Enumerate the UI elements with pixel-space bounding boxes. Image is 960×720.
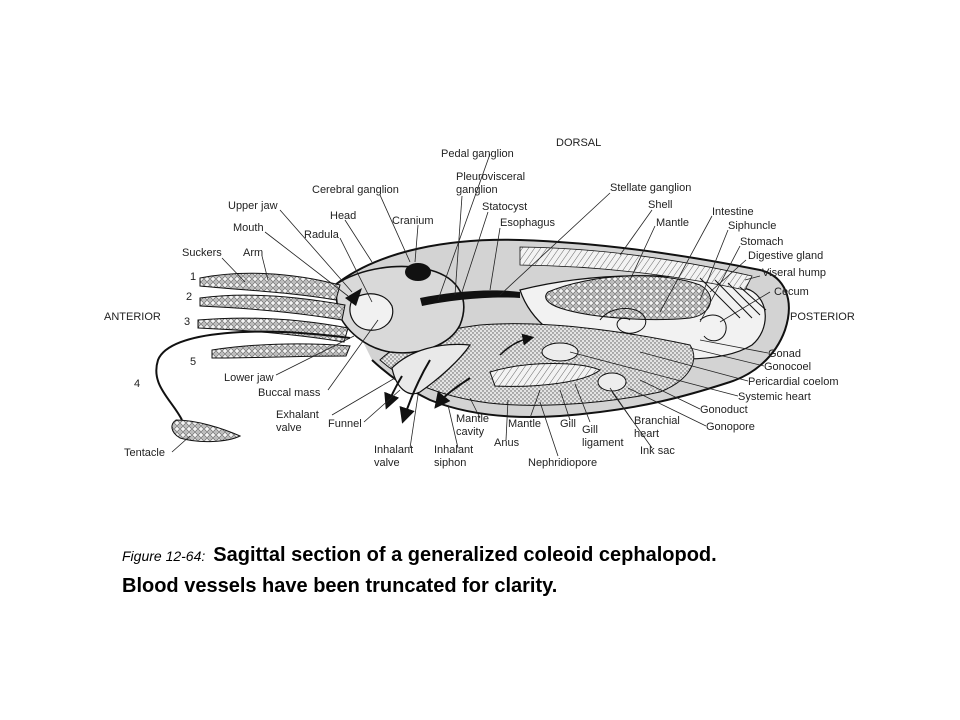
label-anus: Anus [494, 437, 520, 449]
dorsal-label: DORSAL [556, 137, 601, 149]
arm-number-3: 3 [184, 316, 190, 328]
label-pericardial-coelom: Pericardial coelom [748, 376, 838, 388]
label-cecum: Cecum [774, 286, 809, 298]
label-viseral-hump: Viseral hump [762, 267, 826, 279]
flow-arrow-1 [399, 359, 431, 424]
label-inhalant-siphon-line2: siphon [434, 457, 466, 469]
caption-line-1: Figure 12-64: Sagittal section of a gener… [122, 540, 922, 571]
label-head: Head [330, 210, 356, 222]
arm-2 [199, 294, 346, 321]
caption-line-2: Blood vessels have been truncated for cl… [122, 575, 558, 597]
flow-arrow-3 [499, 333, 535, 356]
label-gonad: Gonad [768, 348, 801, 360]
label-stomach: Stomach [740, 236, 783, 248]
arm-3 [197, 317, 349, 343]
cranium-shape [405, 263, 431, 281]
label-intestine: Intestine [712, 206, 754, 218]
arm-number-4: 4 [134, 378, 140, 390]
label-nephridiopore: Nephridiopore [528, 457, 597, 469]
funnel-shape [391, 343, 472, 395]
label-exhalant-valve-line1: Exhalant [276, 409, 319, 421]
label-mouth: Mouth [233, 222, 264, 234]
cecum-shape [699, 314, 727, 342]
label-gonoduct: Gonoduct [700, 404, 748, 416]
posterior-label: POSTERIOR [790, 311, 855, 323]
label-suckers: Suckers [182, 247, 222, 259]
flow-arrow-4 [384, 375, 403, 410]
label-gill-ligament-line1: Gill [582, 424, 598, 436]
head-shape [334, 265, 465, 354]
arm-5 [211, 343, 351, 359]
label-buccal-mass: Buccal mass [258, 387, 321, 399]
shell-septa [699, 277, 767, 319]
tentacle-stalk [155, 330, 351, 421]
label-pleurovisceral-ganglion-line1: Pleurovisceral [456, 171, 525, 183]
label-lower-jaw: Lower jaw [224, 372, 274, 384]
tentacle-club [171, 419, 242, 443]
label-gill: Gill [560, 418, 576, 430]
label-cranium: Cranium [392, 215, 434, 227]
label-mantle-cavity-line1: Mantle [456, 413, 489, 425]
label-funnel: Funnel [328, 418, 362, 430]
leader-lines [171, 153, 771, 457]
jaw-shape [345, 288, 362, 306]
label-gill-ligament-line2: ligament [582, 437, 624, 449]
arm-number-2: 2 [186, 291, 192, 303]
label-arm: Arm [243, 247, 263, 259]
label-digestive-gland: Digestive gland [748, 250, 823, 262]
esophagus-shape [420, 290, 520, 306]
gill-shape [489, 363, 601, 387]
systemic-heart-shape [541, 342, 579, 362]
label-mantle-bottom: Mantle [508, 418, 541, 430]
label-inhalant-valve-line2: valve [374, 457, 400, 469]
label-exhalant-valve-line2: valve [276, 422, 302, 434]
label-gonocoel: Gonocoel [764, 361, 811, 373]
intestine-loop [599, 308, 647, 334]
label-gonopore: Gonopore [706, 421, 755, 433]
label-siphuncle: Siphuncle [728, 220, 776, 232]
shell-stripe [519, 246, 753, 291]
label-branchial-heart-line1: Branchial [634, 415, 680, 427]
label-cerebral-ganglion: Cerebral ganglion [312, 184, 399, 196]
label-branchial-heart-line2: heart [634, 428, 659, 440]
label-statocyst: Statocyst [482, 201, 527, 213]
label-stellate-ganglion: Stellate ganglion [610, 182, 691, 194]
caption-title: Sagittal section of a generalized coleoi… [213, 544, 717, 566]
buccal-mass-shape [349, 293, 394, 331]
label-mantle-cavity-line2: cavity [456, 426, 485, 438]
label-tentacle: Tentacle [124, 447, 165, 459]
arm-number-5: 5 [190, 356, 196, 368]
label-inhalant-valve-line1: Inhalant [374, 444, 413, 456]
label-ink-sac: Ink sac [640, 445, 675, 457]
anterior-label: ANTERIOR [104, 311, 161, 323]
body-illustration [155, 238, 790, 443]
label-pleurovisceral-ganglion-line2: ganglion [456, 184, 498, 196]
label-pedal-ganglion: Pedal ganglion [441, 148, 514, 160]
flow-arrow-2 [434, 377, 471, 409]
digestive-gland-shape [545, 275, 712, 321]
label-radula: Radula [304, 229, 340, 241]
label-shell: Shell [648, 199, 672, 211]
label-systemic-heart: Systemic heart [738, 391, 811, 403]
arm-number-1: 1 [190, 271, 196, 283]
label-mantle-top: Mantle [656, 217, 689, 229]
label-upper-jaw: Upper jaw [228, 200, 278, 212]
label-inhalant-siphon-line1: Inhalant [434, 444, 473, 456]
caption-figure-number: Figure 12-64: [122, 548, 206, 564]
branchial-heart-shape [597, 372, 627, 392]
label-esophagus: Esophagus [500, 217, 556, 229]
arm-1 [199, 272, 341, 301]
structure-labels: Pedal ganglion Pleurovisceral ganglion C… [124, 148, 838, 469]
figure-caption: Figure 12-64: Sagittal section of a gener… [122, 540, 922, 601]
